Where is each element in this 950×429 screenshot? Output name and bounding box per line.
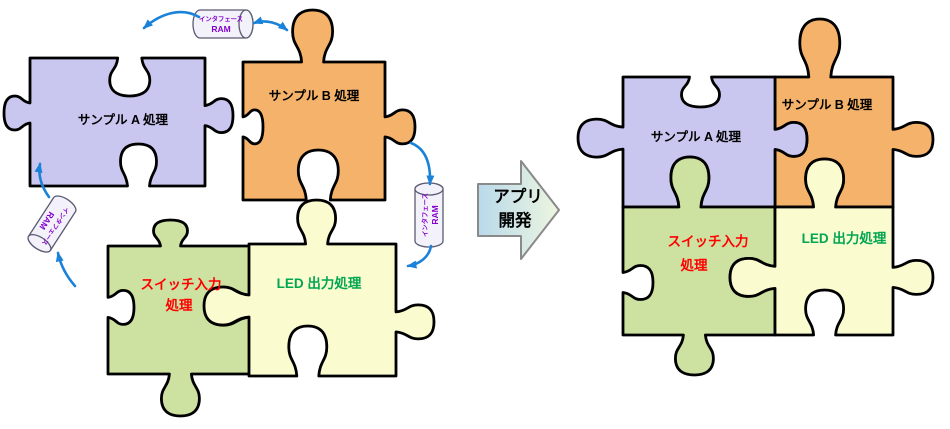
ram-cylinder-left-cap: [27, 233, 52, 253]
flow-arrow-ram-top-to-b: [252, 16, 289, 32]
ram-top-label-line2: RAM: [211, 24, 230, 34]
sample-a-label: サンプル A 処理: [78, 112, 169, 127]
app-dev-arrow-shape: [477, 160, 560, 260]
led-output-label-assembled: LED 出力処理: [802, 230, 887, 246]
ram-top-label-line1: インタフェース: [199, 14, 243, 23]
flow-arrow-ram-middle-to-led: [406, 244, 433, 269]
sample-a-label-assembled: サンプル A 処理: [651, 129, 742, 144]
switch-input-label-line2: 処理: [165, 297, 193, 313]
flow-arrow-b-to-ram-middle: [409, 141, 435, 186]
led-output-label: LED 出力処理: [277, 275, 362, 291]
puzzle-piece-sample-a-exploded: [2, 56, 235, 188]
puzzle-piece-sample-b-exploded: [241, 8, 417, 202]
flow-arrow-into-ram-left: [55, 251, 77, 288]
exploded-modules-group: サンプル A 処理 サンプル B 処理 スイッチ入力 処理 LED 出力処理: [2, 8, 436, 418]
ram-interface-left: インタフェース RAM: [27, 195, 77, 253]
ram-interface-top: インタフェース RAM: [192, 9, 254, 39]
switch-input-label-line1: スイッチ入力: [141, 276, 222, 292]
switch-input-label-assembled-line2: 処理: [680, 257, 709, 273]
ram-cylinder-top-cap: [238, 9, 254, 39]
app-dev-label-line2: 開発: [499, 210, 533, 230]
puzzle-piece-sample-b-assembled: [773, 17, 935, 209]
flow-arrow-ram-left-to-a: [34, 162, 51, 199]
assembled-app-group: サンプル A 処理 サンプル B 処理 スイッチ入力 処理 LED 出力処理: [576, 17, 935, 377]
flow-arrow-ram-top-to-a: [142, 10, 201, 30]
ram-interface-middle: インタフェース RAM: [414, 182, 444, 248]
ram-middle-label-line2: RAM: [430, 205, 440, 224]
sample-b-label: サンプル B 処理: [269, 88, 360, 103]
switch-input-label-assembled-line1: スイッチ入力: [668, 233, 749, 249]
ram-middle-label-line1: インタフェース: [420, 193, 429, 237]
puzzle-piece-led-output-exploded: [202, 198, 436, 378]
app-dev-arrow: アプリ 開発: [477, 160, 560, 260]
app-dev-label-line1: アプリ: [493, 186, 543, 206]
sample-b-label-assembled: サンプル B 処理: [782, 97, 873, 112]
puzzle-piece-led-output-assembled: [728, 157, 935, 337]
